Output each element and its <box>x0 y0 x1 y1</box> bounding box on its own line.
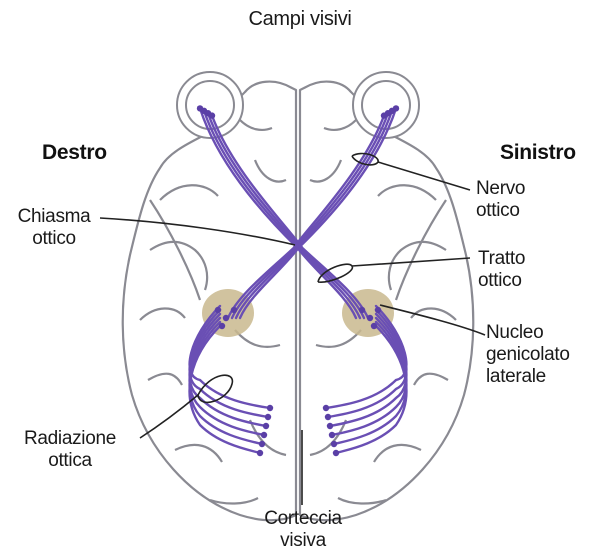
cortex-terminal-right <box>331 441 337 447</box>
leader-tratto-ottico <box>318 258 470 282</box>
cortex-terminal-left <box>263 423 269 429</box>
label-chiasma-ottico: Chiasma ottico <box>4 206 104 250</box>
cortex-terminal-right <box>329 432 335 438</box>
lgn-node <box>231 307 237 313</box>
cortex-terminal-left <box>257 450 263 456</box>
fiber-left-eye-crossing <box>208 113 364 318</box>
retina-terminal-left <box>209 112 215 118</box>
lgn-node <box>359 307 365 313</box>
label-radiazione-ottica: Radiazione ottica <box>0 428 140 472</box>
cortex-terminal-left <box>261 432 267 438</box>
lgn-node <box>223 315 229 321</box>
fiber-right-eye-crossing <box>236 111 392 318</box>
label-tratto-ottico: Tratto ottico <box>478 248 525 292</box>
fiber-right-eye-crossing <box>228 116 384 318</box>
lgn-node <box>371 323 377 329</box>
fiber-right-eye-crossing <box>232 113 388 318</box>
cortex-terminal-right <box>333 450 339 456</box>
cortex-terminal-left <box>267 405 273 411</box>
lgn-node <box>215 307 221 313</box>
title: Campi visivi <box>220 8 380 30</box>
cortex-terminal-right <box>323 405 329 411</box>
brain-outline <box>123 82 474 521</box>
cortex-terminal-left <box>265 414 271 420</box>
cortex-terminal-right <box>327 423 333 429</box>
lgn-node <box>367 315 373 321</box>
retina-terminal-right <box>381 112 387 118</box>
leader-lines <box>100 154 485 505</box>
fiber-left-eye-crossing <box>212 116 368 318</box>
optic-fibers <box>190 108 407 453</box>
label-nervo-ottico: Nervo ottico <box>476 178 525 222</box>
leader-chiasma-ottico <box>100 218 295 245</box>
side-label-destro: Destro <box>42 142 107 164</box>
cortex-terminal-right <box>325 414 331 420</box>
fiber-left-eye-crossing <box>204 111 360 318</box>
lgn-node <box>375 307 381 313</box>
label-corteccia-visiva: Corteccia visiva <box>238 508 368 552</box>
label-nucleo-genicolato-laterale: Nucleo genicolato laterale <box>486 322 570 388</box>
cortex-terminal-left <box>259 441 265 447</box>
lgn-node <box>219 323 225 329</box>
side-label-sinistro: Sinistro <box>500 142 576 164</box>
